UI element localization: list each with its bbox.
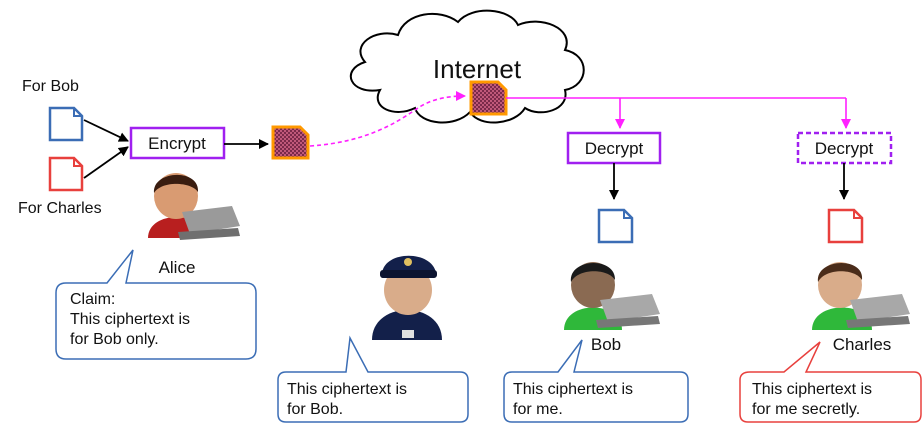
charles-output-document-icon [827,208,864,244]
encrypt-box [129,126,226,160]
alice-label: Alice [159,258,196,277]
police-bubble-line-1: This ciphertext is [287,381,407,398]
alice-speech-bubble [55,249,257,360]
bob-document-icon [48,106,84,142]
bob-person-laptop-icon [564,262,660,330]
for-charles-label: For Charles [18,200,102,217]
for-bob-label: For Bob [22,78,79,95]
internet-cloud-icon [349,9,585,124]
internet-label: Internet [433,54,522,84]
charles-doc-to-encrypt-arrow [83,146,129,179]
ciphertext-icon [271,125,310,160]
bob-label: Bob [591,335,621,354]
alice-bubble-line-2: This ciphertext is [70,311,190,328]
charles-label: Charles [833,335,892,354]
internet-ciphertext-icon [469,80,508,116]
bob-decrypt-box [566,131,662,165]
police-officer-icon [372,255,442,340]
police-speech-bubble [277,335,469,423]
bob-bubble-line-1: This ciphertext is [513,381,633,398]
alice-bubble-line-1: Claim: [70,291,115,308]
encrypt-label: Encrypt [148,134,206,153]
alice-bubble-line-3: for Bob only. [70,331,159,348]
charles-bubble-line-2: for me secretly. [752,401,860,418]
police-bubble-line-2: for Bob. [287,401,343,418]
charles-document-icon [48,156,84,192]
bob-decrypt-label: Decrypt [585,139,644,158]
charles-speech-bubble [739,341,922,423]
bob-speech-bubble [503,339,689,423]
charles-bubble-line-1: This ciphertext is [752,381,872,398]
bob-bubble-line-2: for me. [513,401,563,418]
alice-person-laptop-icon [148,173,240,240]
charles-decrypt-label: Decrypt [815,139,874,158]
upload-path-dashed [309,91,466,147]
bob-doc-to-encrypt-arrow [83,119,129,142]
charles-decrypt-box [796,131,893,165]
charles-person-laptop-icon [812,262,910,330]
bob-output-document-icon [597,208,634,244]
